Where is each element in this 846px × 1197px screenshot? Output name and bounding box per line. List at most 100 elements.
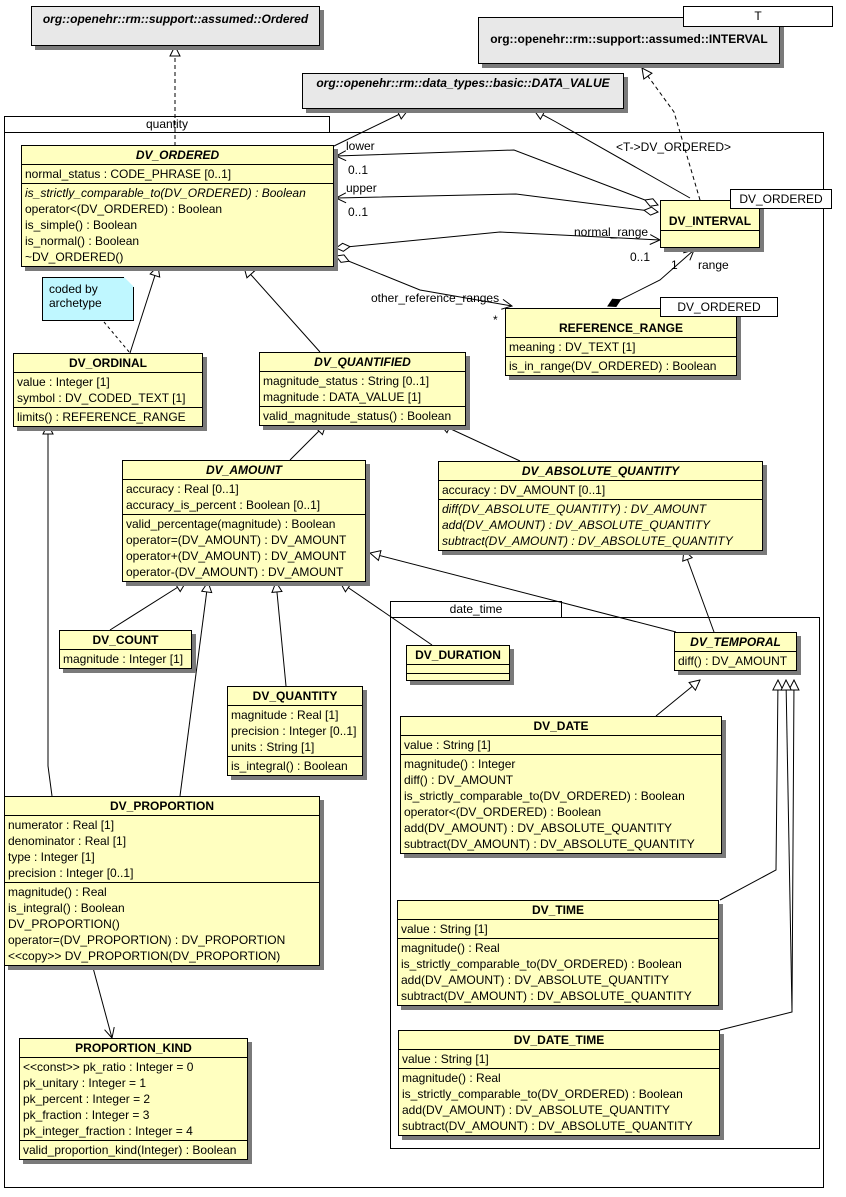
operation: valid_proportion_kind(Integer) : Boolean [23,1143,237,1157]
package-quantity-label: quantity [145,117,189,131]
class-dv-amount[interactable]: DV_AMOUNT accuracy : Real [0..1] accurac… [122,460,366,582]
generalization-date-time-2 [786,680,793,1013]
class-dv-interval-body [661,231,759,239]
attribute: value : String [1] [401,922,488,936]
external-class-data-value-name: org::openehr::rm::data_types::basic::DAT… [316,76,610,90]
class-dv-quantity[interactable]: DV_QUANTITY magnitude : Real [1] precisi… [227,686,363,776]
external-class-ordered[interactable]: org::openehr::rm::support::assumed::Orde… [31,6,320,46]
class-dv-proportion-ops: magnitude() : Real is_integral() : Boole… [5,883,319,965]
class-dv-time[interactable]: DV_TIME value : String [1] magnitude() :… [397,900,719,1006]
operation: operator+(DV_AMOUNT) : DV_AMOUNT [126,549,347,563]
operation: diff() : DV_AMOUNT [404,773,514,787]
operation: is_strictly_comparable_to(DV_ORDERED) : … [401,957,682,971]
class-dv-quantity-ops: is_integral() : Boolean [228,757,362,775]
class-dv-quantified[interactable]: DV_QUANTIFIED magnitude_status : String … [259,352,466,426]
operation: subtract(DV_AMOUNT) : DV_ABSOLUTE_QUANTI… [401,989,692,1003]
class-dv-ordinal[interactable]: DV_ORDINAL value : Integer [1] symbol : … [13,353,203,427]
operation: subtract(DV_AMOUNT) : DV_ABSOLUTE_QUANTI… [402,1119,693,1133]
attribute: pk_fraction : Integer = 3 [23,1108,150,1122]
generalization-quantity [276,582,287,687]
attribute: accuracy : Real [0..1] [126,482,239,496]
class-dv-date-attrs: value : String [1] [401,736,721,755]
note-text: coded by archetype [49,282,102,310]
class-dv-quantity-attrs: magnitude : Real [1] precision : Integer… [228,706,362,757]
operation: is_integral() : Boolean [231,759,348,773]
class-dv-ordinal-name: DV_ORDINAL [14,354,202,373]
binding-label-text: <T->DV_ORDERED> [616,140,732,154]
assoc-label-upper-mult: 0..1 [348,205,369,219]
reference-range-template-param-label: DV_ORDERED [677,300,761,314]
operation: add(DV_AMOUNT) : DV_ABSOLUTE_QUANTITY [404,821,673,835]
operation: magnitude() : Real [401,941,500,955]
class-reference-range-name: REFERENCE_RANGE [506,309,736,338]
attribute: meaning : DV_TEXT [1] [509,340,636,354]
class-proportion-kind[interactable]: PROPORTION_KIND <<const>> pk_ratio : Int… [19,1038,248,1160]
operation: is_in_range(DV_ORDERED) : Boolean [509,359,717,373]
class-dv-ordered-ops: is_strictly_comparable_to(DV_ORDERED) : … [22,184,333,266]
class-dv-ordinal-attrs: value : Integer [1] symbol : DV_CODED_TE… [14,373,202,408]
attribute: <<const>> pk_ratio : Integer = 0 [23,1060,194,1074]
class-dv-date-time[interactable]: DV_DATE_TIME value : String [1] magnitud… [398,1030,720,1136]
reference-range-template-param: DV_ORDERED [660,297,778,317]
operation: limits() : REFERENCE_RANGE [17,410,186,424]
generalization-count [109,582,186,631]
assoc-range [608,250,694,306]
operation: <<copy>> DV_PROPORTION(DV_PROPORTION) [8,949,281,963]
class-dv-duration-name: DV_DURATION [407,646,509,665]
assoc-label-normal-range-mult: 0..1 [630,250,651,264]
generalization-ordinal [129,266,158,354]
class-dv-absolute-quantity-attrs: accuracy : DV_AMOUNT [0..1] [439,481,762,500]
class-proportion-kind-name: PROPORTION_KIND [20,1039,247,1058]
operation: operator=(DV_AMOUNT) : DV_AMOUNT [126,533,347,547]
class-dv-time-attrs: value : String [1] [398,920,718,939]
class-dv-amount-name: DV_AMOUNT [123,461,365,480]
class-dv-ordinal-ops: limits() : REFERENCE_RANGE [14,408,202,426]
assoc-label-lower: lower [346,139,375,153]
operation: is_strictly_comparable_to(DV_ORDERED) : … [404,789,685,803]
package-date-time-tab: date_time [390,601,562,618]
external-class-data-value[interactable]: org::openehr::rm::data_types::basic::DAT… [302,73,624,109]
generalization-date-time [719,680,794,1031]
attribute: value : Integer [1] [17,375,110,389]
generalization-amount [289,424,326,461]
class-reference-range[interactable]: REFERENCE_RANGE meaning : DV_TEXT [1] is… [505,308,737,376]
class-dv-ordered[interactable]: DV_ORDERED normal_status : CODE_PHRASE [… [21,145,334,267]
class-dv-absolute-quantity[interactable]: DV_ABSOLUTE_QUANTITY accuracy : DV_AMOUN… [438,461,763,551]
operation: magnitude() : Real [402,1071,501,1085]
class-dv-quantity-name: DV_QUANTITY [228,687,362,706]
operation: valid_percentage(magnitude) : Boolean [126,517,336,531]
attribute: type : Integer [1] [8,850,95,864]
class-dv-duration[interactable]: DV_DURATION [406,645,510,681]
attribute: precision : Integer [0..1] [8,866,134,880]
assoc-other-reference-ranges [336,256,512,306]
class-dv-quantified-attrs: magnitude_status : String [0..1] magnitu… [260,372,465,407]
class-reference-range-ops: is_in_range(DV_ORDERED) : Boolean [506,357,736,375]
binding-interval [642,68,701,201]
class-dv-time-name: DV_TIME [398,901,718,920]
operation: add(DV_AMOUNT) : DV_ABSOLUTE_QUANTITY [402,1103,671,1117]
class-dv-temporal[interactable]: DV_TEMPORAL diff() : DV_AMOUNT [674,632,797,671]
dv-interval-template-param: DV_ORDERED [730,189,832,209]
class-dv-date-ops: magnitude() : Integer diff() : DV_AMOUNT… [401,755,721,853]
operation: add(DV_AMOUNT) : DV_ABSOLUTE_QUANTITY [442,518,711,532]
operation: diff() : DV_AMOUNT [678,654,788,668]
class-proportion-kind-attrs: <<const>> pk_ratio : Integer = 0 pk_unit… [20,1058,247,1141]
class-dv-count-attrs: magnitude : Integer [1] [60,650,191,668]
operation: ~DV_ORDERED() [25,250,124,264]
class-dv-date[interactable]: DV_DATE value : String [1] magnitude() :… [400,716,722,854]
assoc-label-range-mult: 1 [671,258,678,272]
attribute: magnitude : Integer [1] [63,652,184,666]
attribute: pk_unitary : Integer = 1 [23,1076,147,1090]
attribute: precision : Integer [0..1] [231,724,357,738]
attribute: normal_status : CODE_PHRASE [0..1] [25,167,232,181]
assoc-label-upper: upper [346,181,377,195]
class-dv-proportion[interactable]: DV_PROPORTION numerator : Real [1] denom… [4,796,320,966]
class-dv-proportion-name: DV_PROPORTION [5,797,319,816]
class-dv-date-time-name: DV_DATE_TIME [399,1031,719,1050]
attribute: value : String [1] [404,738,491,752]
class-dv-count[interactable]: DV_COUNT magnitude : Integer [1] [59,630,192,669]
assoc-label-other-mult: * [493,313,498,327]
attribute: units : String [1] [231,740,315,754]
